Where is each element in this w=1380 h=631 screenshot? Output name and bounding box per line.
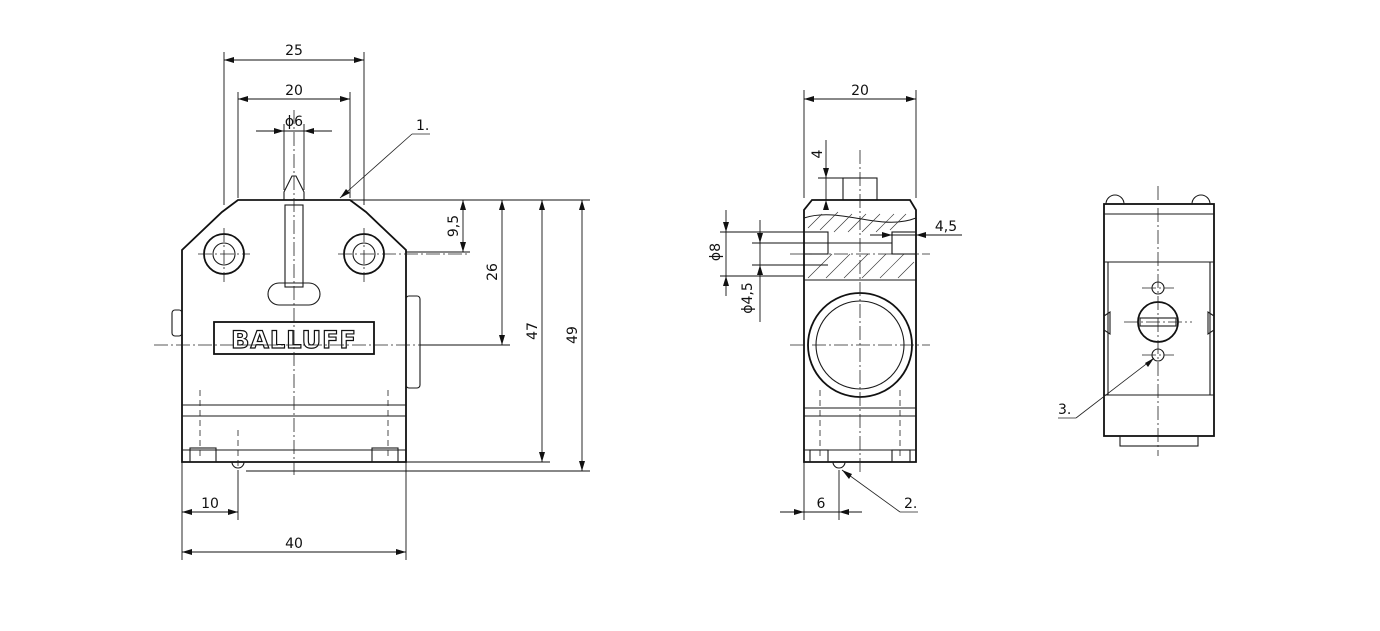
- dim-20-front: 20: [285, 83, 303, 99]
- dim-phi8: ϕ8: [708, 243, 724, 261]
- dim-4: 4: [810, 149, 826, 158]
- callout-3: 3.: [1058, 402, 1071, 418]
- dim-4-5: 4,5: [935, 219, 957, 235]
- callout-1: 1.: [416, 118, 429, 134]
- bottom-nub: [231, 461, 245, 469]
- dim-6: 6: [817, 496, 826, 512]
- side-view: [790, 150, 930, 475]
- dim-47: 47: [525, 322, 541, 340]
- dim-20-side: 20: [851, 83, 869, 99]
- dim-phi6: ϕ6: [285, 114, 303, 130]
- side-dimensions: 20 4 4,5 ϕ8 ϕ4,5 6: [708, 83, 962, 520]
- balluff-logo: BALLUFF: [231, 326, 357, 354]
- dim-25: 25: [285, 43, 303, 59]
- dim-phi4-5: ϕ4,5: [740, 282, 756, 314]
- dim-10: 10: [201, 496, 219, 512]
- dim-49: 49: [565, 326, 581, 344]
- dim-26: 26: [485, 263, 501, 281]
- dim-40: 40: [285, 536, 303, 552]
- top-view: 3.: [1058, 186, 1215, 456]
- top-housing: [1103, 203, 1215, 437]
- side-housing: [803, 199, 917, 463]
- front-dimensions: 25 20 ϕ6 1. 9,5 26: [181, 43, 590, 560]
- side-actuator: [405, 295, 421, 389]
- dim-9-5: 9,5: [446, 215, 462, 237]
- section-hatch: [807, 211, 915, 279]
- callout-2: 2.: [904, 496, 917, 512]
- front-view: BALLUFF: [154, 110, 500, 475]
